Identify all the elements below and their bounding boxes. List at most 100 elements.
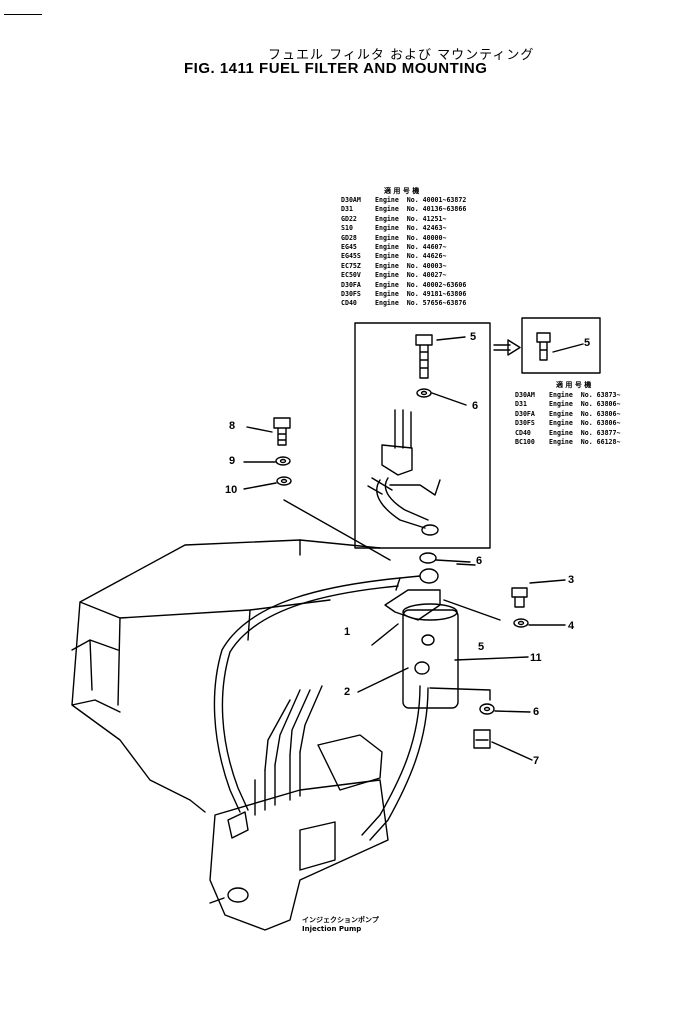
callout-5-inset: 5 <box>584 337 591 349</box>
inset-table-header: 適 用 号 機 <box>556 381 592 389</box>
row-engine-range: Engine No. 63806~ <box>549 409 621 418</box>
filter-bolt-5 <box>414 661 430 675</box>
engine-block-outline <box>71 539 381 813</box>
callout-6-upper: 6 <box>476 555 483 567</box>
injection-pump-body <box>209 779 389 931</box>
table-row: EC50V Engine No. 40027~ <box>341 271 466 280</box>
row-engine-range: Engine No. 44607~ <box>375 243 447 252</box>
table-row: D30FA Engine No. 63806~ <box>515 410 620 419</box>
row-model: D31 <box>341 205 353 214</box>
bolt-8 <box>273 417 291 446</box>
engine-block-rear <box>117 539 301 706</box>
table-row: D31 Engine No. 63806~ <box>515 400 620 409</box>
row-model: EC75Z <box>341 261 361 270</box>
callout-8: 8 <box>229 420 236 432</box>
table-row: D30AM Engine No. 63873~ <box>515 391 620 400</box>
bolt-3 <box>511 587 528 608</box>
row-engine-range: Engine No. 49181~63806 <box>375 290 467 299</box>
row-engine-range: Engine No. 63877~ <box>549 428 621 437</box>
table-row: EC75Z Engine No. 40003~ <box>341 262 466 271</box>
row-model: D30AM <box>341 196 361 204</box>
washer-9 <box>275 456 291 466</box>
row-model: CD40 <box>515 428 531 437</box>
table-row: EG45S Engine No. 44626~ <box>341 252 466 261</box>
row-engine-range: Engine No. 63873~ <box>549 391 621 399</box>
row-model: GD28 <box>341 233 357 242</box>
washer-6-lower <box>479 703 495 715</box>
injection-lines <box>264 685 323 771</box>
row-model: S10 <box>341 224 353 233</box>
table-row: D31 Engine No. 40136~63866 <box>341 205 466 214</box>
inset-bolt-5 <box>536 332 551 361</box>
table-row: EG45 Engine No. 44607~ <box>341 243 466 252</box>
callout-4: 4 <box>568 620 575 632</box>
callout-1: 1 <box>344 626 351 638</box>
pump-caption-english: Injection Pump <box>302 925 362 933</box>
row-model: D30FA <box>515 409 535 418</box>
table-row: S10 Engine No. 42463~ <box>341 224 466 233</box>
washer-10 <box>276 476 292 486</box>
figure-title-english: FIG. 1411 FUEL FILTER AND MOUNTING <box>184 60 488 77</box>
row-engine-range: Engine No. 63806~ <box>549 400 621 409</box>
top-rule <box>4 14 42 15</box>
pump-caption-japanese: インジェクションポンプ <box>302 916 379 924</box>
fuel-pipe-lower <box>361 685 421 836</box>
callout-9: 9 <box>229 455 236 467</box>
fuel-pipe-upper <box>213 577 401 813</box>
table-row: CD40 Engine No. 63877~ <box>515 429 620 438</box>
row-model: EC50V <box>341 271 361 280</box>
detail-arrow <box>493 339 521 356</box>
table-row: GD28 Engine No. 40000~ <box>341 234 466 243</box>
row-engine-range: Engine No. 40000~ <box>375 233 447 242</box>
row-engine-range: Engine No. 40001~63872 <box>375 196 467 204</box>
row-engine-range: Engine No. 40002~63606 <box>375 280 467 289</box>
filter-bracket <box>384 589 441 621</box>
detail-frame <box>354 322 491 549</box>
row-engine-range: Engine No. 42463~ <box>375 224 447 233</box>
figure-title-japanese: フュエル フィルタ および マウンティング <box>268 48 535 63</box>
inset-frame <box>521 317 601 374</box>
detail-washer-6 <box>416 388 432 398</box>
callout-11: 11 <box>530 652 542 664</box>
callout-7: 7 <box>533 755 540 767</box>
row-model: D30FS <box>341 290 361 299</box>
detail-filter-head <box>381 444 413 476</box>
table-row: BC100 Engine No. 66128~ <box>515 438 620 447</box>
row-model: D30FS <box>515 419 535 428</box>
row-engine-range: Engine No. 40003~ <box>375 261 447 270</box>
row-model: EG45S <box>341 252 361 261</box>
row-engine-range: Engine No. 57656~63876 <box>375 299 467 308</box>
table-row: D30AM Engine No. 40001~63872 <box>341 196 466 205</box>
detail-bolt-5 <box>415 334 433 379</box>
table-row: D30FS Engine No. 63806~ <box>515 419 620 428</box>
filter-element-11 <box>402 609 459 709</box>
engine-block-side <box>71 639 119 691</box>
table-row: D30FS Engine No. 49181~63806 <box>341 290 466 299</box>
main-table-header: 適 用 号 機 <box>384 187 420 195</box>
callout-6-lower: 6 <box>533 706 540 718</box>
eyebolt-washer-6 <box>419 552 437 564</box>
row-engine-range: Engine No. 41251~ <box>375 214 447 223</box>
row-engine-range: Engine No. 63806~ <box>549 419 621 428</box>
washer-4 <box>513 618 529 628</box>
row-model: D30FA <box>341 280 361 289</box>
row-model: CD40 <box>341 299 357 308</box>
row-model: GD22 <box>341 214 357 223</box>
table-row: CD40 Engine No. 57656~63876 <box>341 299 466 308</box>
callout-2: 2 <box>344 686 351 698</box>
callout-6-detail: 6 <box>472 400 479 412</box>
row-model: D31 <box>515 400 527 409</box>
row-model: BC100 <box>515 438 535 447</box>
row-engine-range: Engine No. 44626~ <box>375 252 447 261</box>
row-model: D30AM <box>515 391 535 399</box>
table-row: GD22 Engine No. 41251~ <box>341 215 466 224</box>
banjo-fitting <box>419 568 439 584</box>
row-engine-range: Engine No. 40027~ <box>375 271 447 280</box>
row-model: EG45 <box>341 243 357 252</box>
callout-5-detail: 5 <box>470 331 477 343</box>
callout-3: 3 <box>568 574 575 586</box>
row-engine-range: Engine No. 66128~ <box>549 438 621 447</box>
row-engine-range: Engine No. 40136~63866 <box>375 205 467 214</box>
